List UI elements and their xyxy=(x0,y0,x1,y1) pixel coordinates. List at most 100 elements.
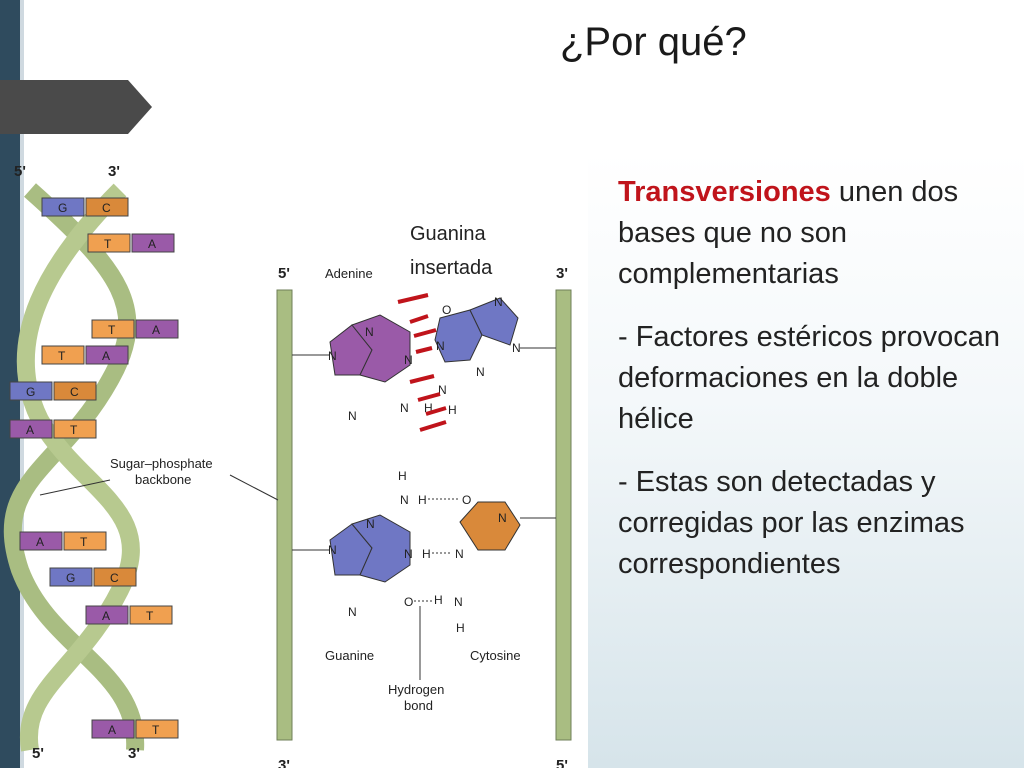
svg-text:N: N xyxy=(438,383,447,397)
helix-end-top-right: 3' xyxy=(108,163,120,180)
paragraph-detectadas: - Estas son detectadas y corregidas por … xyxy=(618,466,965,580)
svg-text:N: N xyxy=(328,543,337,557)
svg-text:N: N xyxy=(498,511,507,525)
decorative-arrow-shape xyxy=(0,80,152,134)
paragraph-1-rest: unen dos bases que no son complementaria… xyxy=(618,176,959,290)
svg-text:N: N xyxy=(476,365,485,379)
helix-base-letter: A xyxy=(102,609,110,623)
helix-base-T xyxy=(91,319,135,339)
helix-base-A xyxy=(135,319,179,339)
helix-base-letter: A xyxy=(102,349,110,363)
svg-text:H: H xyxy=(418,493,427,507)
svg-text:N: N xyxy=(400,493,409,507)
svg-text:H: H xyxy=(448,403,457,417)
steric-clash-marks xyxy=(397,293,447,432)
guanine-label: Guanine xyxy=(325,648,374,663)
helix-base-A xyxy=(91,719,135,739)
slide-title: ¿Por qué? xyxy=(560,20,747,64)
adenine-label: Adenine xyxy=(325,266,373,281)
helix-end-bottom-right: 3' xyxy=(128,745,140,762)
backbone-right xyxy=(555,289,572,741)
backbone-label-line2: backbone xyxy=(135,472,191,487)
helix-base-T xyxy=(41,345,85,365)
svg-text:N: N xyxy=(400,401,409,415)
svg-text:N: N xyxy=(494,295,503,309)
helix-base-T xyxy=(129,605,173,625)
helix-base-C xyxy=(93,567,137,587)
slide-body-text: Transversiones unen dos bases que no son… xyxy=(618,172,1003,607)
helix-base-T xyxy=(53,419,97,439)
cytosine-label: Cytosine xyxy=(470,648,521,663)
svg-text:H: H xyxy=(398,469,407,483)
helix-base-C xyxy=(53,381,97,401)
svg-text:N: N xyxy=(348,605,357,619)
paragraph-transversiones: Transversiones unen dos bases que no son… xyxy=(618,172,1003,295)
helix-end-bottom-left: 5' xyxy=(32,745,44,762)
helix-base-letter: C xyxy=(102,201,111,215)
strand-left-bottom-end: 3' xyxy=(278,757,290,768)
svg-text:N: N xyxy=(436,339,445,353)
text-panel-background xyxy=(588,152,1024,768)
helix-strand-front xyxy=(16,183,140,752)
helix-base-letter: T xyxy=(108,323,116,337)
svg-text:H: H xyxy=(456,621,465,635)
guanine-molecule xyxy=(329,514,411,583)
backbone-label-line1: Sugar–phosphate xyxy=(110,456,213,471)
helix-base-letter: T xyxy=(146,609,154,623)
helix-base-A xyxy=(85,345,129,365)
helix-end-top-left: 5' xyxy=(14,163,26,180)
helix-base-letter: T xyxy=(70,423,78,437)
term-transversiones: Transversiones xyxy=(618,176,831,208)
hydrogen-bonds xyxy=(414,498,460,602)
helix-base-G xyxy=(9,381,53,401)
helix-base-letter: A xyxy=(152,323,160,337)
strand-right-top-end: 3' xyxy=(556,265,568,282)
helix-base-A xyxy=(85,605,129,625)
helix-base-letter: G xyxy=(58,201,67,215)
svg-text:N: N xyxy=(366,517,375,531)
svg-text:N: N xyxy=(404,547,413,561)
svg-text:H: H xyxy=(434,593,443,607)
hydrogen-bond-label-line1: Hydrogen xyxy=(388,682,444,697)
svg-text:H: H xyxy=(424,401,433,415)
helix-base-G xyxy=(49,567,93,587)
helix-strand-back xyxy=(3,183,145,751)
helix-base-T xyxy=(135,719,179,739)
svg-text:H: H xyxy=(422,547,431,561)
svg-text:O: O xyxy=(442,303,451,317)
helix-base-letter: T xyxy=(104,237,112,251)
helix-base-T xyxy=(87,233,131,253)
svg-text:N: N xyxy=(512,341,521,355)
svg-text:N: N xyxy=(348,409,357,423)
strand-left-top-end: 5' xyxy=(278,265,290,282)
svg-text:N: N xyxy=(365,325,374,339)
backbone-left xyxy=(276,289,293,741)
helix-base-letter: G xyxy=(26,385,35,399)
helix-base-letter: C xyxy=(110,571,119,585)
helix-base-C xyxy=(85,197,129,217)
svg-text:N: N xyxy=(455,547,464,561)
svg-text:N: N xyxy=(404,353,413,367)
paragraph-factores: - Factores estéricos provocan deformacio… xyxy=(618,321,1000,435)
helix-base-A xyxy=(9,419,53,439)
helix-base-letter: T xyxy=(152,723,160,737)
helix-base-letter: A xyxy=(26,423,34,437)
helix-base-letter: G xyxy=(66,571,75,585)
inserted-guanine-molecule xyxy=(434,297,519,363)
helix-base-letter: A xyxy=(36,535,44,549)
adenine-molecule xyxy=(329,314,411,383)
helix-base-letter: A xyxy=(108,723,116,737)
helix-base-letter: C xyxy=(70,385,79,399)
helix-base-A xyxy=(19,531,63,551)
svg-text:N: N xyxy=(454,595,463,609)
helix-base-A xyxy=(131,233,175,253)
helix-base-T xyxy=(63,531,107,551)
cytosine-molecule xyxy=(459,501,521,551)
inserted-guanine-label-line1: Guanina xyxy=(410,223,486,245)
helix-base-G xyxy=(41,197,85,217)
strand-right-bottom-end: 5' xyxy=(556,757,568,768)
inserted-guanine-label-line2: insertada xyxy=(410,257,493,279)
helix-base-letter: T xyxy=(58,349,66,363)
